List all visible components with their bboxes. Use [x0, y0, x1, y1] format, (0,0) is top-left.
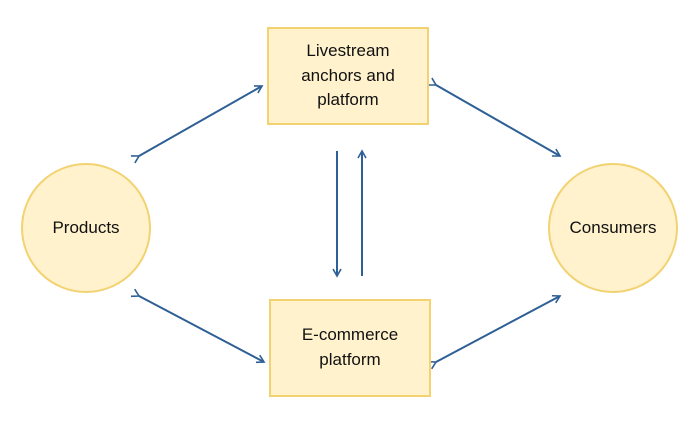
arrow-products-ecommerce — [130, 288, 266, 364]
node-livestream-anchors-platform: Livestream anchors and platform — [267, 27, 429, 125]
arrow-ecommerce-consumers — [427, 294, 562, 370]
node-products: Products — [21, 163, 151, 293]
arrow-livestream-consumers — [427, 77, 562, 157]
node-ecommerce-platform: E-commerce platform — [269, 299, 431, 397]
arrow-products-livestream — [130, 85, 264, 164]
node-consumers: Consumers — [548, 163, 678, 293]
